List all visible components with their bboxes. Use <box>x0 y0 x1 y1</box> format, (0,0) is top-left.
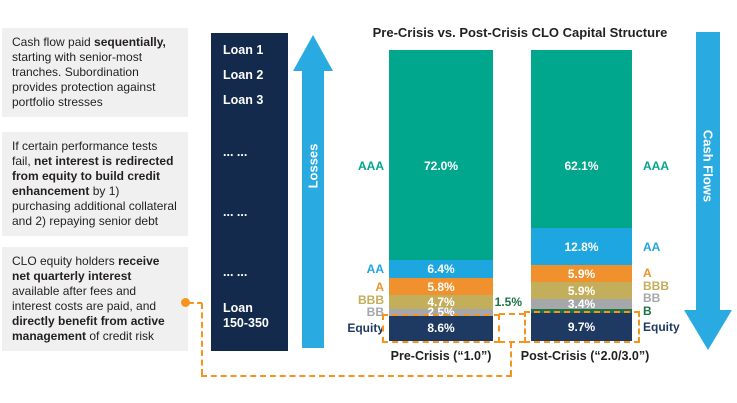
segment-aa <box>531 228 632 266</box>
segment-value-equity: 8.6% <box>427 321 455 336</box>
tranche-label-bbb: BBB <box>643 278 669 293</box>
equity-highlight-rect-pre-crisis <box>382 314 500 343</box>
annotation-text-bold: net interest is redirected from equity t… <box>12 154 174 198</box>
axis-label-post-crisis: Post-Crisis (“2.0/3.0”) <box>520 349 650 363</box>
equity-connector-top <box>499 313 525 315</box>
annotation-text: If certain performance tests fail, <box>12 139 158 168</box>
loan-label: Loan 150-350 <box>223 301 269 330</box>
segment-value-a: 5.9% <box>567 266 596 281</box>
equity-connector-stub <box>189 302 202 304</box>
tranche-label-equity: Equity <box>347 321 384 336</box>
equity-highlight-rect-post-crisis <box>524 311 640 343</box>
loan-label: ... ... <box>223 145 248 159</box>
bar-post-crisis: 62.1%12.8%5.9%5.9%3.4%9.7% <box>531 50 632 341</box>
segment-value-aaa: 72.0% <box>423 159 459 173</box>
losses-arrow-icon: Losses <box>293 35 333 348</box>
segment-b <box>531 308 632 314</box>
annotation-box-sequential-cashflow: Cash flow paid sequentially, starting wi… <box>2 28 188 117</box>
equity-connector-bottom <box>499 341 525 343</box>
tranche-label-aaa: AAA <box>358 159 384 173</box>
axis-label-pre-crisis: Pre-Crisis (“1.0”) <box>390 349 492 363</box>
cash-flows-arrow-shaft <box>696 32 720 310</box>
segment-value-a: 5.8% <box>427 279 455 294</box>
tranche-label-b: B <box>643 303 652 318</box>
equity-connector-vertical-right <box>510 342 512 376</box>
segment-bbb <box>531 282 632 300</box>
annotation-text: starting with senior-most tranches. Subo… <box>12 50 156 109</box>
losses-arrowhead-icon <box>293 35 333 71</box>
tranche-label-aa: AA <box>366 261 384 276</box>
segment-bbb <box>389 295 493 309</box>
tranche-label-aaa: AAA <box>643 159 669 173</box>
loan-label: Loan 3 <box>223 93 264 107</box>
segment-value-bbb: 5.9% <box>567 283 596 298</box>
equity-connector-vertical-left <box>201 303 203 375</box>
loan-label: Loan 1 <box>223 43 264 57</box>
losses-arrow-shaft <box>302 71 324 348</box>
annotation-text: available after fees and interest costs … <box>12 284 157 313</box>
segment-aaa <box>389 50 493 260</box>
loan-label: Loan 2 <box>223 68 264 82</box>
segment-value-aa: 12.8% <box>564 239 599 254</box>
annotation-text: by 1) purchasing additional collateral a… <box>12 184 177 228</box>
tranche-label-a: A <box>375 279 384 294</box>
tranche-label-equity: Equity <box>643 320 680 335</box>
annotation-box-equity-holders: CLO equity holders receive net quarterly… <box>2 247 188 351</box>
segment-equity <box>531 313 632 341</box>
segment-aaa <box>531 50 632 229</box>
segment-a <box>389 278 493 296</box>
bar-pre-crisis: 72.0%6.4%5.8%4.7%2.5%8.6% <box>389 50 493 341</box>
tranche-label-bb: BB <box>643 291 661 306</box>
segment-a <box>531 265 632 283</box>
segment-value-aaa: 62.1% <box>564 159 599 173</box>
cash-flows-arrow-icon: Cash Flows <box>684 32 732 350</box>
annotation-text: Cash flow paid <box>12 35 95 49</box>
segment-bb <box>531 299 632 309</box>
tranche-label-bbb: BBB <box>358 292 384 307</box>
tranche-label-a: A <box>643 266 652 281</box>
annotation-text-bold: receive net quarterly interest <box>12 254 160 283</box>
segment-value-bb: 3.4% <box>567 296 596 311</box>
b-tranche-callout-value: 1.5% <box>494 295 522 309</box>
loan-label: ... ... <box>223 265 248 279</box>
segment-aa <box>389 259 493 279</box>
annotation-text-bold: sequentially, <box>94 35 166 49</box>
segment-value-bbb: 4.7% <box>427 294 455 309</box>
annotation-text: of credit risk <box>86 329 155 343</box>
loan-label: ... ... <box>223 205 248 219</box>
annotation-box-performance-tests: If certain performance tests fail, net i… <box>2 132 188 236</box>
segment-value-aa: 6.4% <box>427 261 455 276</box>
cash-flows-arrowhead-icon <box>684 310 732 350</box>
annotation-text: CLO equity holders <box>12 254 119 268</box>
equity-connector-bottom-line <box>201 375 512 377</box>
connector-dot-icon <box>181 298 190 307</box>
tranche-label-aa: AA <box>643 239 661 254</box>
annotation-text-bold: directly benefit from active management <box>12 314 165 343</box>
segment-equity <box>389 315 493 341</box>
segment-value-equity: 9.7% <box>567 320 596 335</box>
chart-title: Pre-Crisis vs. Post-Crisis CLO Capital S… <box>372 25 668 40</box>
segment-bb <box>389 308 493 316</box>
tranche-label-bb: BB <box>366 305 384 320</box>
loan-stack: Loan 1 Loan 2 Loan 3 ... ... ... ... ... ... L… <box>211 33 288 351</box>
